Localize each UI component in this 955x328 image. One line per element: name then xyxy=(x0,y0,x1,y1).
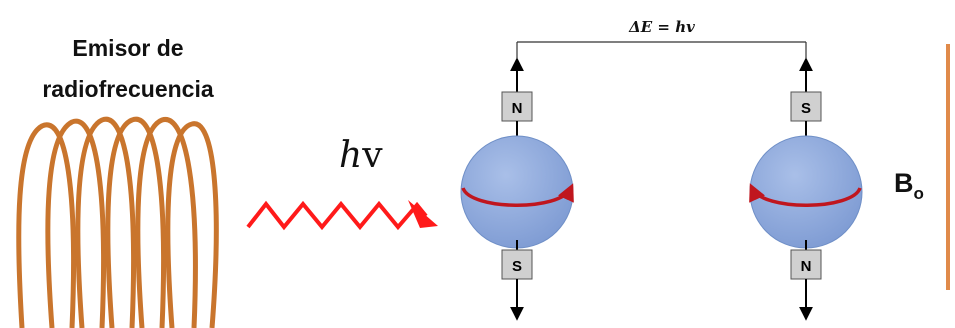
photon-nu: v xyxy=(361,135,383,176)
pole-box-bottom-right xyxy=(790,249,822,280)
emitter-label-line2: radiofrecuencia xyxy=(42,76,213,102)
pole-label-top-right: S xyxy=(801,100,811,117)
photon-h: h xyxy=(339,135,362,176)
rf-wave xyxy=(246,200,428,231)
pole-label-top-left: N xyxy=(512,100,523,117)
field-label: Bo xyxy=(894,168,924,203)
rf-wave-arrowhead xyxy=(408,200,438,228)
energy-bracket xyxy=(516,41,807,58)
nucleus-spin-up: N S xyxy=(460,57,574,321)
nucleus-sphere-left xyxy=(460,135,574,249)
pole-box-bottom-left xyxy=(501,249,533,280)
field-label-sub: o xyxy=(914,184,924,203)
rf-coil xyxy=(16,116,219,328)
nucleus-sphere-right xyxy=(749,135,863,249)
spin-arrow-left xyxy=(461,183,574,207)
pole-label-bottom-right: N xyxy=(801,258,812,275)
energy-label: ΔE = hv xyxy=(628,18,695,36)
spin-arrow-right xyxy=(749,183,862,207)
pole-box-top-left xyxy=(501,91,533,122)
emitter-label-line1: Emisor de xyxy=(72,35,183,61)
field-label-b: B xyxy=(894,168,914,198)
pole-label-bottom-left: S xyxy=(512,258,522,275)
photon-label: hv xyxy=(339,135,383,176)
nucleus-spin-down: S N xyxy=(749,57,863,321)
